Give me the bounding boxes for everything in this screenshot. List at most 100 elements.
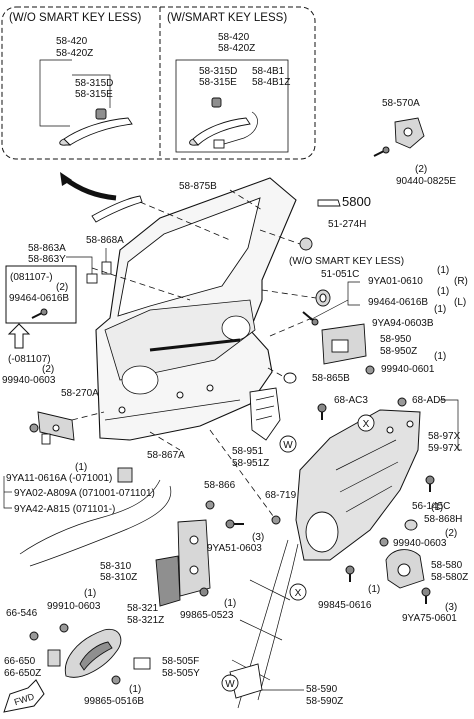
callout-58-310z[interactable]: 58-310Z [100, 572, 137, 583]
callout-51-051c[interactable]: 51-051C [321, 269, 359, 280]
callout-99464-0616b[interactable]: 99464-0616B [368, 297, 428, 308]
callout-58-951z[interactable]: 58-951Z [232, 458, 269, 469]
callout-58-4b1[interactable]: 58-4B1 [252, 66, 285, 77]
callout-58-4b1z[interactable]: 58-4B1Z [252, 77, 290, 88]
seal-block-part[interactable] [86, 273, 98, 284]
door-check-part[interactable] [37, 411, 75, 445]
plug-cap-part[interactable] [299, 237, 313, 251]
clip-icon [379, 537, 389, 547]
cap-part[interactable] [283, 372, 297, 384]
window-motor-part[interactable] [385, 549, 425, 589]
garnish-bar-part[interactable] [91, 195, 143, 223]
callout-58-590[interactable]: 58-590 [306, 684, 338, 695]
callout-5800[interactable]: 5800 [342, 194, 371, 209]
callout-66-546[interactable]: 66-546 [6, 608, 38, 619]
callout-58-420z-wo[interactable]: 58-420Z [56, 48, 93, 59]
callout-58-420z-w[interactable]: 58-420Z [218, 43, 255, 54]
callout-58-570a[interactable]: 58-570A [382, 98, 420, 109]
leader-line [72, 74, 111, 108]
bracket-part[interactable] [117, 467, 133, 483]
callout-58-315d-w[interactable]: 58-315D [199, 66, 237, 77]
inner-handle-part[interactable] [321, 323, 367, 365]
box-date-paren-081107: (-081107) [8, 354, 51, 365]
callout-58-505y[interactable]: 58-505Y [162, 668, 200, 679]
callout-9ya51-0603[interactable]: 9YA51-0603 [207, 543, 262, 554]
inner-door-handle-part[interactable] [64, 628, 122, 678]
callout-58-867a[interactable]: 58-867A [147, 450, 185, 461]
callout-58-580z[interactable]: 58-580Z [431, 572, 468, 583]
garnish-part[interactable] [133, 657, 151, 670]
callout-58-590z[interactable]: 58-590Z [306, 696, 343, 707]
callout-56-145c[interactable]: 56-145C [412, 501, 450, 512]
callout-99910-0603[interactable]: 99910-0603 [47, 601, 101, 612]
callout-99940-0603-right[interactable]: 99940-0603 [393, 538, 447, 549]
qty-9ya94: (1) [434, 304, 446, 315]
screw-icon [31, 308, 48, 319]
window-regulator-part[interactable] [229, 539, 299, 709]
callout-58-580[interactable]: 58-580 [431, 560, 463, 571]
plug-part[interactable] [404, 519, 418, 531]
switch-part[interactable] [47, 649, 61, 667]
qty-99940b: (1) [434, 351, 446, 362]
callout-58-310[interactable]: 58-310 [100, 561, 132, 572]
qty-9ya75: (3) [445, 602, 457, 613]
clip-icon [397, 397, 407, 407]
callout-99940-0601[interactable]: 99940-0601 [381, 364, 435, 375]
callout-90440-0825e[interactable]: 90440-0825E [396, 176, 456, 187]
door-shell-part[interactable] [95, 177, 297, 441]
leader-line [229, 189, 263, 211]
callout-9ya01-0610[interactable]: 9YA01-0610 [368, 276, 423, 287]
svg-text:W: W [225, 679, 235, 690]
callout-58-315e-w[interactable]: 58-315E [199, 77, 237, 88]
callout-68-ac3[interactable]: 68-AC3 [334, 395, 368, 406]
callout-58-951[interactable]: 58-951 [232, 446, 264, 457]
outer-door-handle-part[interactable] [59, 108, 133, 146]
callout-58-866[interactable]: 58-866 [204, 480, 236, 491]
callout-58-315d-wo[interactable]: 58-315D [75, 78, 113, 89]
callout-58-420-w[interactable]: 58-420 [218, 32, 250, 43]
callout-58-97x[interactable]: 58-97X [428, 431, 461, 442]
lock-cable-part[interactable] [19, 479, 172, 567]
callout-58-863a[interactable]: 58-863A [28, 243, 66, 254]
reference-marker-w: W [279, 435, 297, 453]
callout-58-868h[interactable]: 58-868H [424, 514, 462, 525]
callout-58-863y[interactable]: 58-863Y [28, 254, 66, 265]
callout-9ya75-0601[interactable]: 9YA75-0601 [402, 613, 457, 624]
callout-9ya02-a809a[interactable]: 9YA02-A809A (071001-071101) [14, 488, 155, 499]
striker-bracket-part[interactable] [394, 117, 425, 149]
qty-99940a: (2) [42, 364, 54, 375]
callout-58-505f[interactable]: 58-505F [162, 656, 199, 667]
callout-66-650z[interactable]: 66-650Z [4, 668, 41, 679]
callout-51-274h[interactable]: 51-274H [328, 219, 366, 230]
callout-58-868a[interactable]: 58-868A [86, 235, 124, 246]
callout-58-950z[interactable]: 58-950Z [380, 346, 417, 357]
callout-99845-0616[interactable]: 99845-0616 [318, 600, 372, 611]
callout-9ya11-0616a[interactable]: 9YA11-0616A (-071001) [6, 473, 112, 484]
callout-99464-0616b-box[interactable]: 99464-0616B [9, 293, 69, 304]
callout-58-315e-wo[interactable]: 58-315E [75, 89, 113, 100]
callout-68-ad5[interactable]: 68-AD5 [412, 395, 446, 406]
callout-99865-0516b[interactable]: 99865-0516B [84, 696, 144, 707]
callout-58-875b[interactable]: 58-875B [179, 181, 217, 192]
callout-58-321z[interactable]: 58-321Z [127, 615, 164, 626]
callout-66-650[interactable]: 66-650 [4, 656, 36, 667]
callout-58-865b[interactable]: 58-865B [312, 373, 350, 384]
callout-58-950[interactable]: 58-950 [380, 334, 412, 345]
callout-9ya42-a815[interactable]: 9YA42-A815 (071101-) [14, 504, 115, 515]
callout-99940-0603-left[interactable]: 99940-0603 [2, 375, 56, 386]
qty-99910: (1) [84, 588, 96, 599]
grommet-part[interactable] [315, 289, 331, 307]
door-lock-actuator-part[interactable] [155, 519, 211, 607]
callout-58-321[interactable]: 58-321 [127, 603, 159, 614]
callout-58-270a[interactable]: 58-270A [61, 388, 99, 399]
callout-68-719[interactable]: 68-719 [265, 490, 297, 501]
leader-line [3, 476, 12, 509]
callout-9ya94-0603b[interactable]: 9YA94-0603B [372, 318, 434, 329]
callout-58-420-wo[interactable]: 58-420 [56, 36, 88, 47]
header-w-smart-key: (W/SMART KEY LESS) [167, 12, 287, 24]
pad-part[interactable] [101, 261, 112, 275]
speaker-cover-part[interactable] [249, 387, 281, 441]
outer-door-handle-smart-part[interactable] [189, 97, 258, 149]
callout-99865-0523[interactable]: 99865-0523 [180, 610, 234, 621]
callout-59-97x[interactable]: 59-97X [428, 443, 461, 454]
